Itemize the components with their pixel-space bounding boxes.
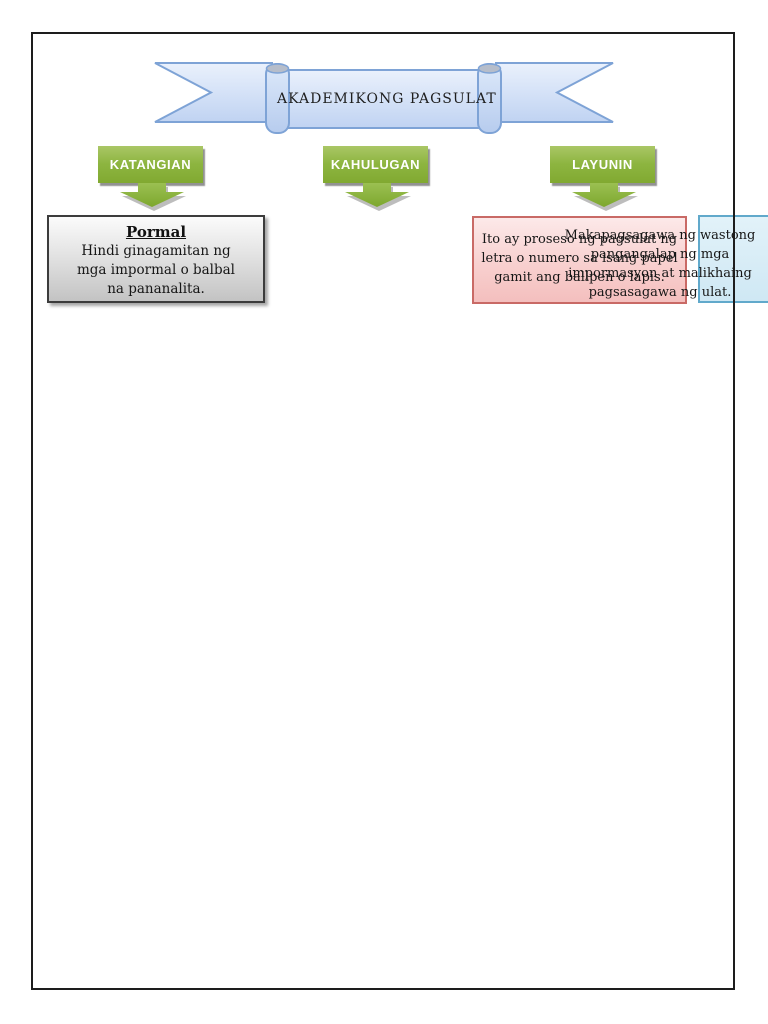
- ribbon-left-tail: [154, 62, 273, 123]
- note-makapagsagawa-line: pangangalap ng mga: [590, 247, 730, 262]
- ribbon-scroll-face: [276, 69, 494, 129]
- branch-katangian: KATANGIAN: [98, 146, 203, 183]
- branch-katangian-label: KATANGIAN: [109, 157, 192, 172]
- down-arrow-icon: [345, 183, 411, 211]
- note-makapagsagawa-line: impormasyon at malikhaing: [568, 266, 752, 281]
- branch-layunin: LAYUNIN: [550, 146, 655, 183]
- branch-kahulugan-label: KAHULUGAN: [330, 157, 421, 172]
- ribbon-right-curl-cap: [477, 63, 502, 74]
- title-ribbon: [154, 62, 614, 134]
- ribbon-right-tail: [495, 62, 614, 123]
- note-makapagsagawa-line: pagsasagawa ng ulat.: [588, 285, 732, 300]
- note-pormal-heading: Pormal: [125, 223, 187, 241]
- note-pormal-line: Hindi ginagamitan ng: [81, 243, 231, 259]
- branch-kahulugan: KAHULUGAN: [323, 146, 428, 183]
- note-makapagsagawa: Makapagsagawa ng wastong pangangalap ng …: [560, 226, 760, 302]
- note-pormal-line: mga impormal o balbal: [76, 262, 236, 278]
- note-pormal-line: na pananalita.: [107, 281, 205, 297]
- note-proseso-line: letra o numero sa isang papel: [481, 251, 678, 266]
- ribbon-left-curl-cap: [265, 63, 290, 74]
- note-proseso-line: gamit ang ballpen o lapis.: [494, 270, 665, 285]
- down-arrow-icon: [572, 183, 638, 211]
- branch-layunin-label: LAYUNIN: [572, 157, 633, 172]
- note-proseso-line: Ito ay proseso ng pagsulat ng: [481, 232, 678, 247]
- note-makapagsagawa-line: Makapagsagawa ng wastong: [564, 228, 756, 243]
- note-pormal: Pormal Hindi ginagamitan ng mga impormal…: [47, 215, 265, 303]
- note-proseso: Ito ay proseso ng pagsulat ng letra o nu…: [472, 216, 687, 304]
- down-arrow-icon: [120, 183, 186, 211]
- banner-title: AKADEMIKONG PAGSULAT: [277, 91, 497, 107]
